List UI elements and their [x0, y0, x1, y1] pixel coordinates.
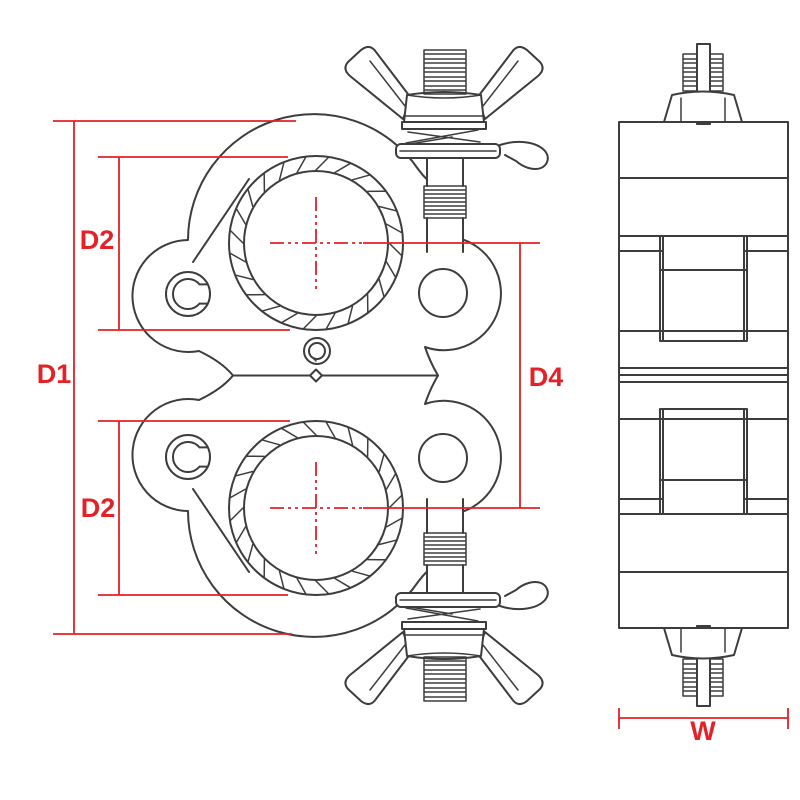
top-clamp — [131, 45, 549, 377]
pivot-rivet-inner — [308, 342, 326, 360]
dimension-w: W — [618, 708, 789, 746]
dimension-annotations: D1 D2 D2 D4 W — [37, 120, 789, 746]
dimension-label-d2-bottom: D2 — [81, 493, 116, 523]
center-diamond — [309, 368, 323, 383]
dimension-label-d4: D4 — [529, 362, 564, 392]
front-view — [131, 45, 549, 706]
centerline-crosshair-bottom — [270, 462, 363, 554]
dimension-label-w: W — [690, 716, 716, 746]
side-bottom-half — [618, 374, 789, 707]
bottom-clamp — [131, 374, 549, 706]
centerline-crosshair-top — [270, 197, 363, 289]
dimension-d2-top: D2 — [80, 156, 290, 331]
dimension-d4: D4 — [363, 242, 564, 509]
side-view — [618, 43, 789, 707]
side-top-half — [618, 43, 789, 376]
pivot-rivet-slot — [311, 356, 317, 362]
dimension-d2-bottom: D2 — [81, 420, 290, 596]
dimension-label-d1: D1 — [37, 359, 72, 389]
dimension-label-d2-top: D2 — [80, 225, 115, 255]
dimension-d1: D1 — [37, 120, 296, 635]
